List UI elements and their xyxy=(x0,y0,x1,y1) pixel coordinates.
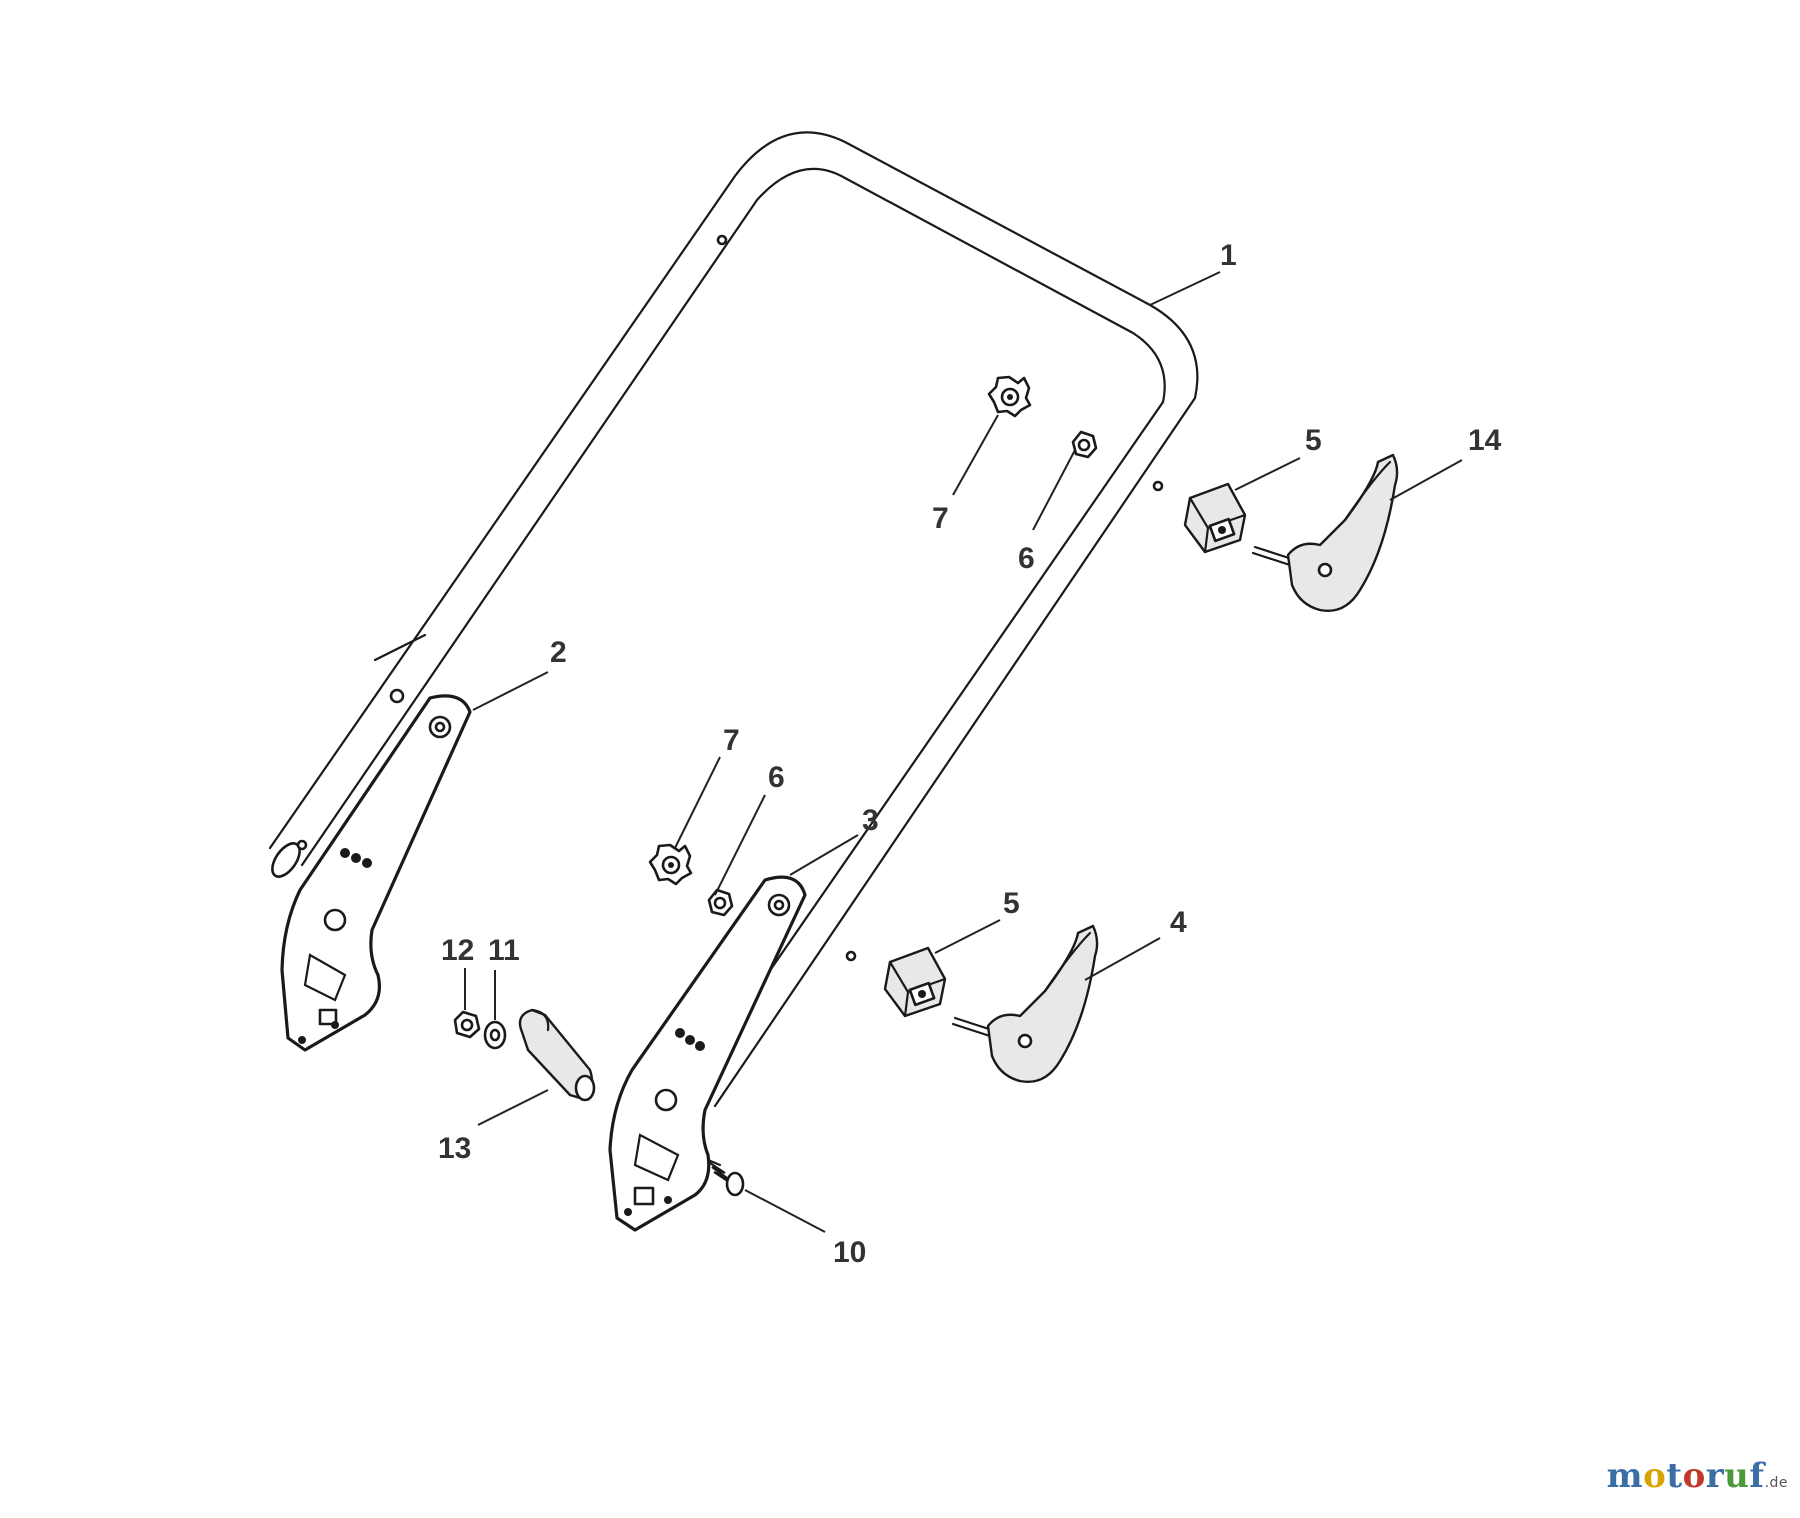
watermark-letter: r xyxy=(1705,1456,1725,1496)
part-screw xyxy=(706,1158,745,1197)
callout-5-lower: 5 xyxy=(1003,887,1020,920)
callout-11: 11 xyxy=(488,934,520,967)
part-clamp-block-upper xyxy=(1183,482,1247,554)
callout-12: 12 xyxy=(441,934,474,967)
watermark-letter: f xyxy=(1749,1456,1765,1496)
watermark-letter: o xyxy=(1643,1456,1667,1496)
callout-7-lower: 7 xyxy=(723,724,740,757)
part-bracket-left xyxy=(280,694,472,1052)
watermark-letter: t xyxy=(1666,1456,1683,1496)
watermark-tld: .de xyxy=(1764,1475,1788,1491)
callout-6-lower: 6 xyxy=(768,761,785,794)
callout-14: 14 xyxy=(1468,424,1502,457)
callout-1: 1 xyxy=(1220,239,1237,272)
callout-7-upper: 7 xyxy=(932,502,949,535)
callout-2: 2 xyxy=(550,636,567,669)
leader-lines xyxy=(464,271,1463,1233)
part-knob-nut-lower xyxy=(648,843,693,886)
part-bracket-right xyxy=(608,875,807,1232)
callout-6-upper: 6 xyxy=(1018,542,1035,575)
callout-labels: 1 2 3 4 5 5 6 6 7 7 10 11 12 13 14 xyxy=(438,239,1502,1269)
callout-4: 4 xyxy=(1170,906,1187,939)
part-cam-lever-lower xyxy=(951,924,1099,1083)
watermark-letter: m xyxy=(1606,1456,1644,1496)
part-knob-nut-upper xyxy=(987,375,1032,418)
part-cam-lever-upper xyxy=(1251,453,1399,612)
callout-5-upper: 5 xyxy=(1305,424,1322,457)
part-nut-lower xyxy=(707,888,734,917)
callout-10: 10 xyxy=(833,1236,866,1269)
part-small-nut xyxy=(453,1010,481,1039)
part-washer xyxy=(483,1020,507,1050)
callout-13: 13 xyxy=(438,1132,471,1165)
watermark-letter: o xyxy=(1682,1456,1706,1496)
part-nut-upper xyxy=(1071,430,1098,459)
watermark-letter: u xyxy=(1724,1456,1750,1496)
part-clamp-block-lower xyxy=(883,946,947,1018)
callout-3: 3 xyxy=(862,804,879,837)
watermark-logo: motoruf.de xyxy=(1607,1456,1788,1496)
part-link-arm xyxy=(518,1008,596,1102)
